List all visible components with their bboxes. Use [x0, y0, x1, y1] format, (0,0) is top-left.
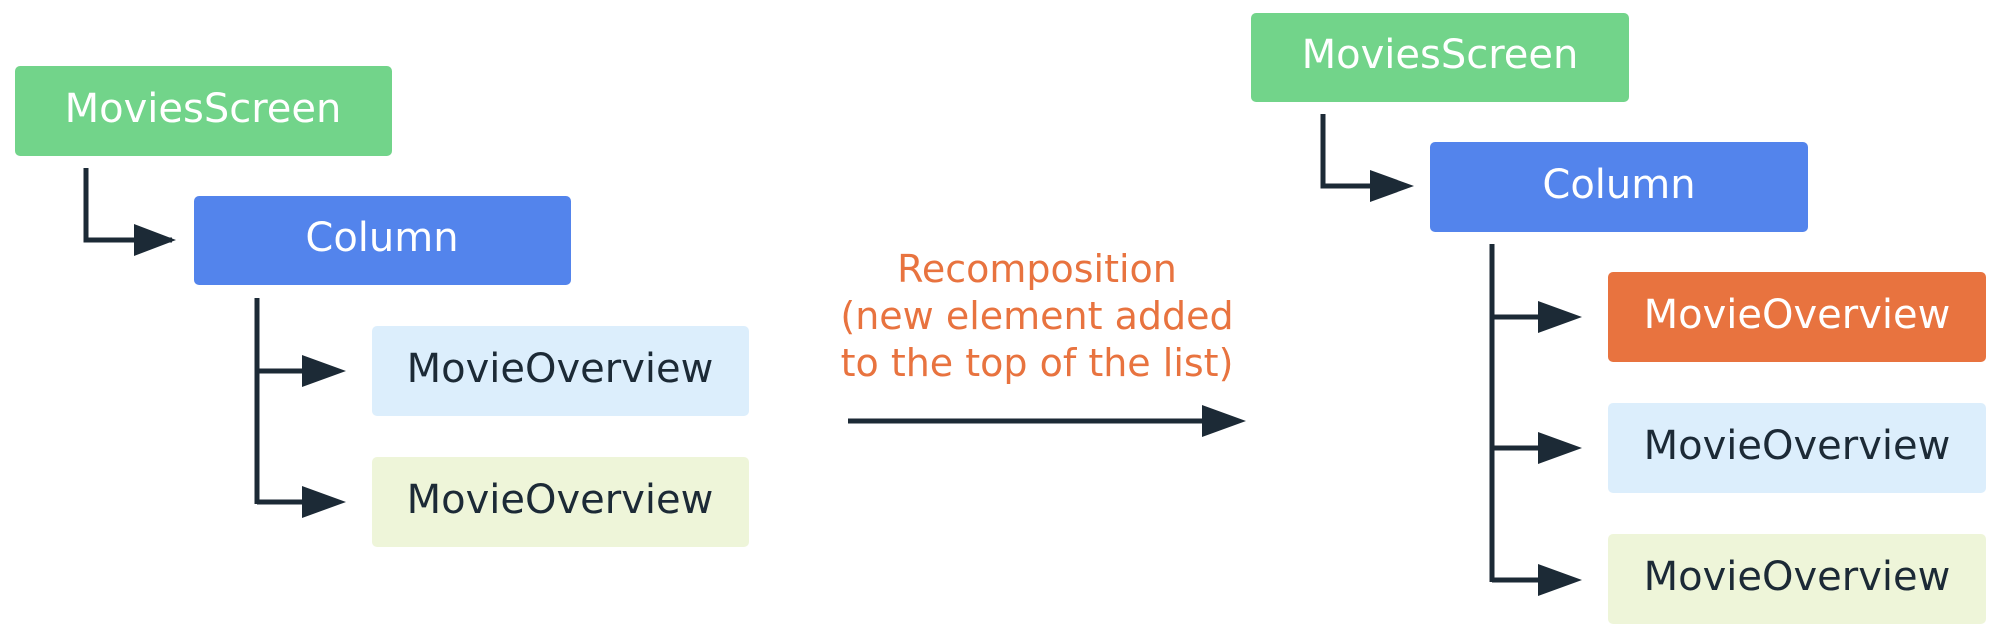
after-new-item-node: MovieOverview — [1608, 272, 1986, 362]
after-item-label-2: MovieOverview — [1644, 423, 1951, 469]
after-root-node: MoviesScreen — [1251, 13, 1629, 102]
after-item-node-2: MovieOverview — [1608, 403, 1986, 493]
arrowhead-icon — [1538, 301, 1582, 333]
arrowhead-icon — [302, 486, 346, 518]
arrowhead-icon — [1202, 405, 1246, 437]
after-item-label-1: MovieOverview — [1644, 292, 1951, 338]
arrowhead-icon — [134, 224, 176, 256]
before-root-node: MoviesScreen — [15, 66, 392, 156]
before-item-node-1: MovieOverview — [372, 326, 749, 416]
after-column-node: Column — [1430, 142, 1808, 232]
transition-caption-line-2: (new element added — [840, 294, 1233, 338]
arrowhead-icon — [1370, 170, 1414, 202]
arrowhead-icon — [302, 355, 346, 387]
after-root-label: MoviesScreen — [1302, 32, 1579, 78]
before-column-label: Column — [305, 215, 458, 261]
after-tree: MoviesScreen Column MovieOverview MovieO… — [1251, 13, 1986, 624]
before-root-to-column-connector — [83, 168, 172, 243]
before-root-label: MoviesScreen — [65, 86, 342, 132]
arrowhead-icon — [1538, 564, 1582, 596]
before-tree: MoviesScreen Column MovieOverview MovieO… — [15, 66, 749, 547]
after-column-label: Column — [1542, 162, 1695, 208]
transition-caption-line-1: Recomposition — [897, 247, 1177, 291]
after-item-label-3: MovieOverview — [1644, 554, 1951, 600]
transition-caption-line-3: to the top of the list) — [841, 341, 1234, 385]
before-item-node-2: MovieOverview — [372, 457, 749, 547]
before-item-label-2: MovieOverview — [407, 477, 714, 523]
before-item-label-1: MovieOverview — [407, 346, 714, 392]
after-root-to-column-connector — [1320, 114, 1376, 189]
before-column-node: Column — [194, 196, 571, 285]
after-item-node-3: MovieOverview — [1608, 534, 1986, 624]
transition: Recomposition (new element added to the … — [840, 247, 1246, 437]
arrowhead-icon — [1538, 432, 1582, 464]
